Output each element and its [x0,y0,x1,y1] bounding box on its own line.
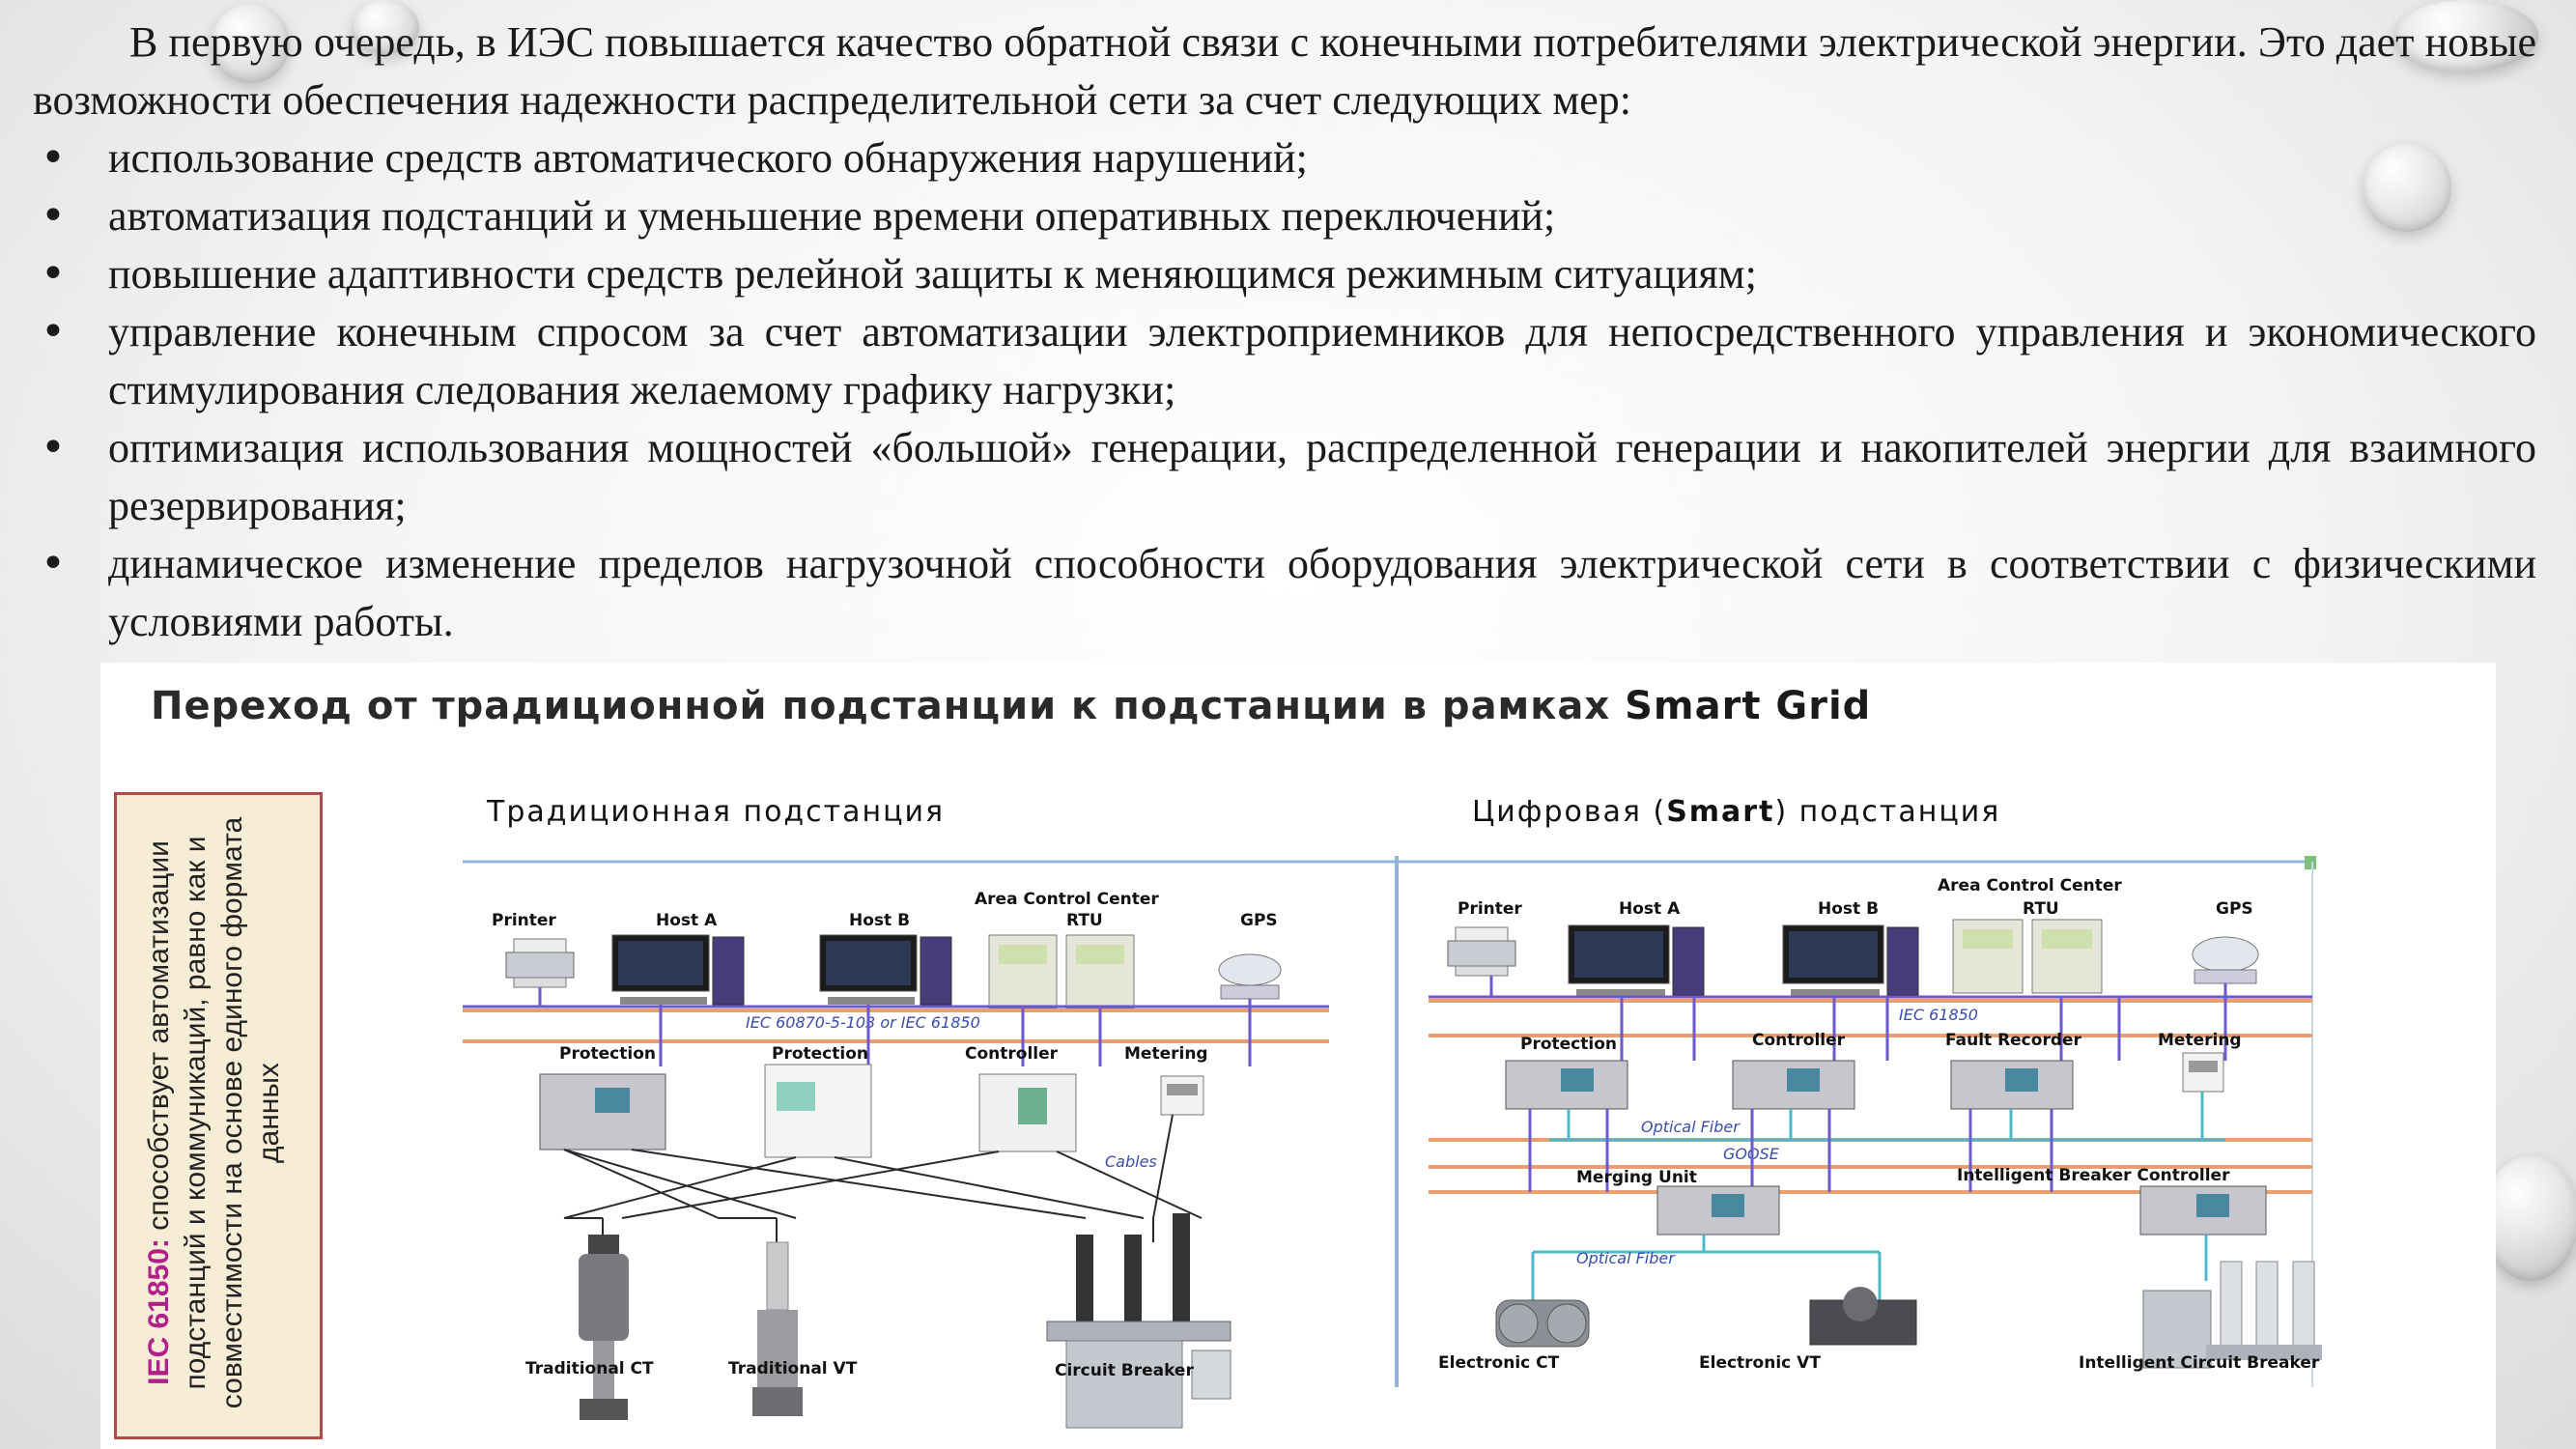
smart-gps-antenna-icon [2192,936,2259,984]
trad-rtu-icon [988,934,1135,1009]
substation-figure: Переход от традиционной подстанции к под… [100,663,2496,1449]
traditional-vt-icon [752,1241,803,1416]
trad-metering-label: Metering [1124,1044,1208,1064]
bullet-icon: • [41,191,66,241]
trad-protection-1-label: Protection [559,1044,656,1064]
smart-rtu-label: RTU [2023,899,2059,919]
trad-hostb-label: Host B [849,911,910,930]
smart-protection-label: Protection [1520,1035,1617,1054]
smart-rtu-icon [1952,919,2103,994]
list-item: •использование средств автоматического о… [33,129,2536,187]
smart-fault-recorder-label: Fault Recorder [1945,1031,2082,1050]
smart-fault-recorder-icon [1950,1060,2074,1110]
top-rule-marker [2305,856,2316,869]
trad-bus-drops [538,987,1252,1066]
smart-heading: Цифровая (Smart) подстанция [1472,795,2000,829]
water-drop-decoration [2363,143,2451,232]
merging-unit-icon [1656,1185,1780,1236]
measures-list: •использование средств автоматического о… [33,129,2536,651]
traditional-vt-label: Traditional VT [728,1359,858,1378]
smart-meter-icon [2182,1052,2224,1093]
trad-rtu-label: RTU [1066,911,1103,930]
trad-acc-label: Area Control Center [975,890,1159,909]
list-item: •автоматизация подстанций и уменьшение в… [33,187,2536,245]
trad-controller-icon [978,1073,1077,1152]
water-drop-decoration [211,4,290,83]
electronic-vt-icon [1809,1287,1917,1346]
smart-goose-drops [1528,1109,2208,1209]
trad-printer-label: Printer [492,911,556,930]
bullet-icon: • [41,423,66,472]
traditional-ct-label: Traditional CT [525,1359,654,1378]
traditional-ct-icon [579,1235,629,1420]
smart-fiber-label-2: Optical Fiber [1576,1249,1676,1267]
smart-hosta-computer-icon [1568,924,1705,997]
breaker-controller-icon [2139,1185,2267,1236]
figure-title: Переход от традиционной подстанции к под… [151,684,1872,728]
circuit-breaker-icon [1046,1213,1231,1429]
trad-cables-label: Cables [1105,1152,1157,1171]
list-item: •повышение адаптивности средств релейной… [33,245,2536,303]
figure-title-bold: Smart Grid [1625,684,1872,728]
list-item: •оптимизация использования мощностей «бо… [33,419,2536,535]
smart-metering-label: Metering [2158,1031,2242,1050]
trad-field-drops [602,1218,1154,1247]
trad-hosta-label: Host A [656,911,718,930]
smart-bus-label: IEC 61850 [1899,1006,1978,1024]
bullet-icon: • [41,539,66,588]
smart-protection-relay-icon [1505,1060,1628,1110]
bullet-icon: • [41,307,66,356]
trad-printer-icon [505,938,575,988]
electronic-ct-icon [1495,1299,1590,1348]
electronic-ct-label: Electronic CT [1438,1353,1560,1373]
water-drop-decoration [2393,0,2538,71]
trad-cables [563,1114,1203,1219]
bullet-icon: • [41,133,66,183]
smart-printer-label: Printer [1458,899,1522,919]
body-text: В первую очередь, в ИЭС повышается качес… [33,14,2536,651]
list-item: •динамическое изменение пределов нагрузо… [33,535,2536,651]
intro-line-1: В первую очередь, в ИЭС повышается качес… [129,18,2248,66]
bullet-icon: • [41,249,66,298]
smart-controller-icon [1732,1060,1855,1110]
iec-note-box [114,792,323,1439]
intro-paragraph: В первую очередь, в ИЭС повышается качес… [33,14,2536,129]
intelligent-breaker-label: Intelligent Circuit Breaker [2079,1353,2320,1373]
traditional-heading: Традиционная подстанция [486,795,945,829]
smart-hostb-computer-icon [1782,924,1919,997]
trad-hostb-computer-icon [819,934,952,1006]
merging-unit-label: Merging Unit [1576,1168,1697,1187]
trad-protection-2-label: Protection [772,1044,868,1064]
trad-meter-icon [1160,1075,1204,1116]
trad-hosta-computer-icon [611,934,745,1006]
smart-fiber-label: Optical Fiber [1641,1118,1741,1136]
water-drop-decoration [352,0,419,54]
breaker-controller-label: Intelligent Breaker Controller [1957,1166,2230,1185]
smart-bus-drops [1489,976,2227,1061]
substation-diagram: Традиционная подстанция Цифровая (Smart)… [463,795,2322,1429]
smart-fiber-links [1549,1092,2225,1142]
smart-controller-label: Controller [1752,1031,1846,1050]
trad-bus-label: IEC 60870-5-103 or IEC 61850 [746,1013,980,1032]
smart-hostb-label: Host B [1818,899,1879,919]
smart-acc-label: Area Control Center [1938,876,2122,895]
electronic-vt-label: Electronic VT [1699,1353,1821,1373]
smart-printer-icon [1447,926,1516,977]
list-item: •управление конечным спросом за счет авт… [33,303,2536,419]
trad-protection-relay-2-icon [764,1064,872,1158]
trad-gps-label: GPS [1240,911,1278,930]
circuit-breaker-label: Circuit Breaker [1055,1361,1194,1380]
intelligent-circuit-breaker-icon [2142,1261,2322,1369]
trad-gps-antenna-icon [1218,953,1282,1000]
trad-controller-label: Controller [965,1044,1059,1064]
smart-gps-label: GPS [2216,899,2253,919]
intro-line-2: Это дает новые возможности обеспечения н… [33,18,2537,124]
water-drop-decoration [2482,1155,2576,1281]
smart-hosta-label: Host A [1619,899,1681,919]
trad-protection-relay-icon [539,1073,666,1151]
